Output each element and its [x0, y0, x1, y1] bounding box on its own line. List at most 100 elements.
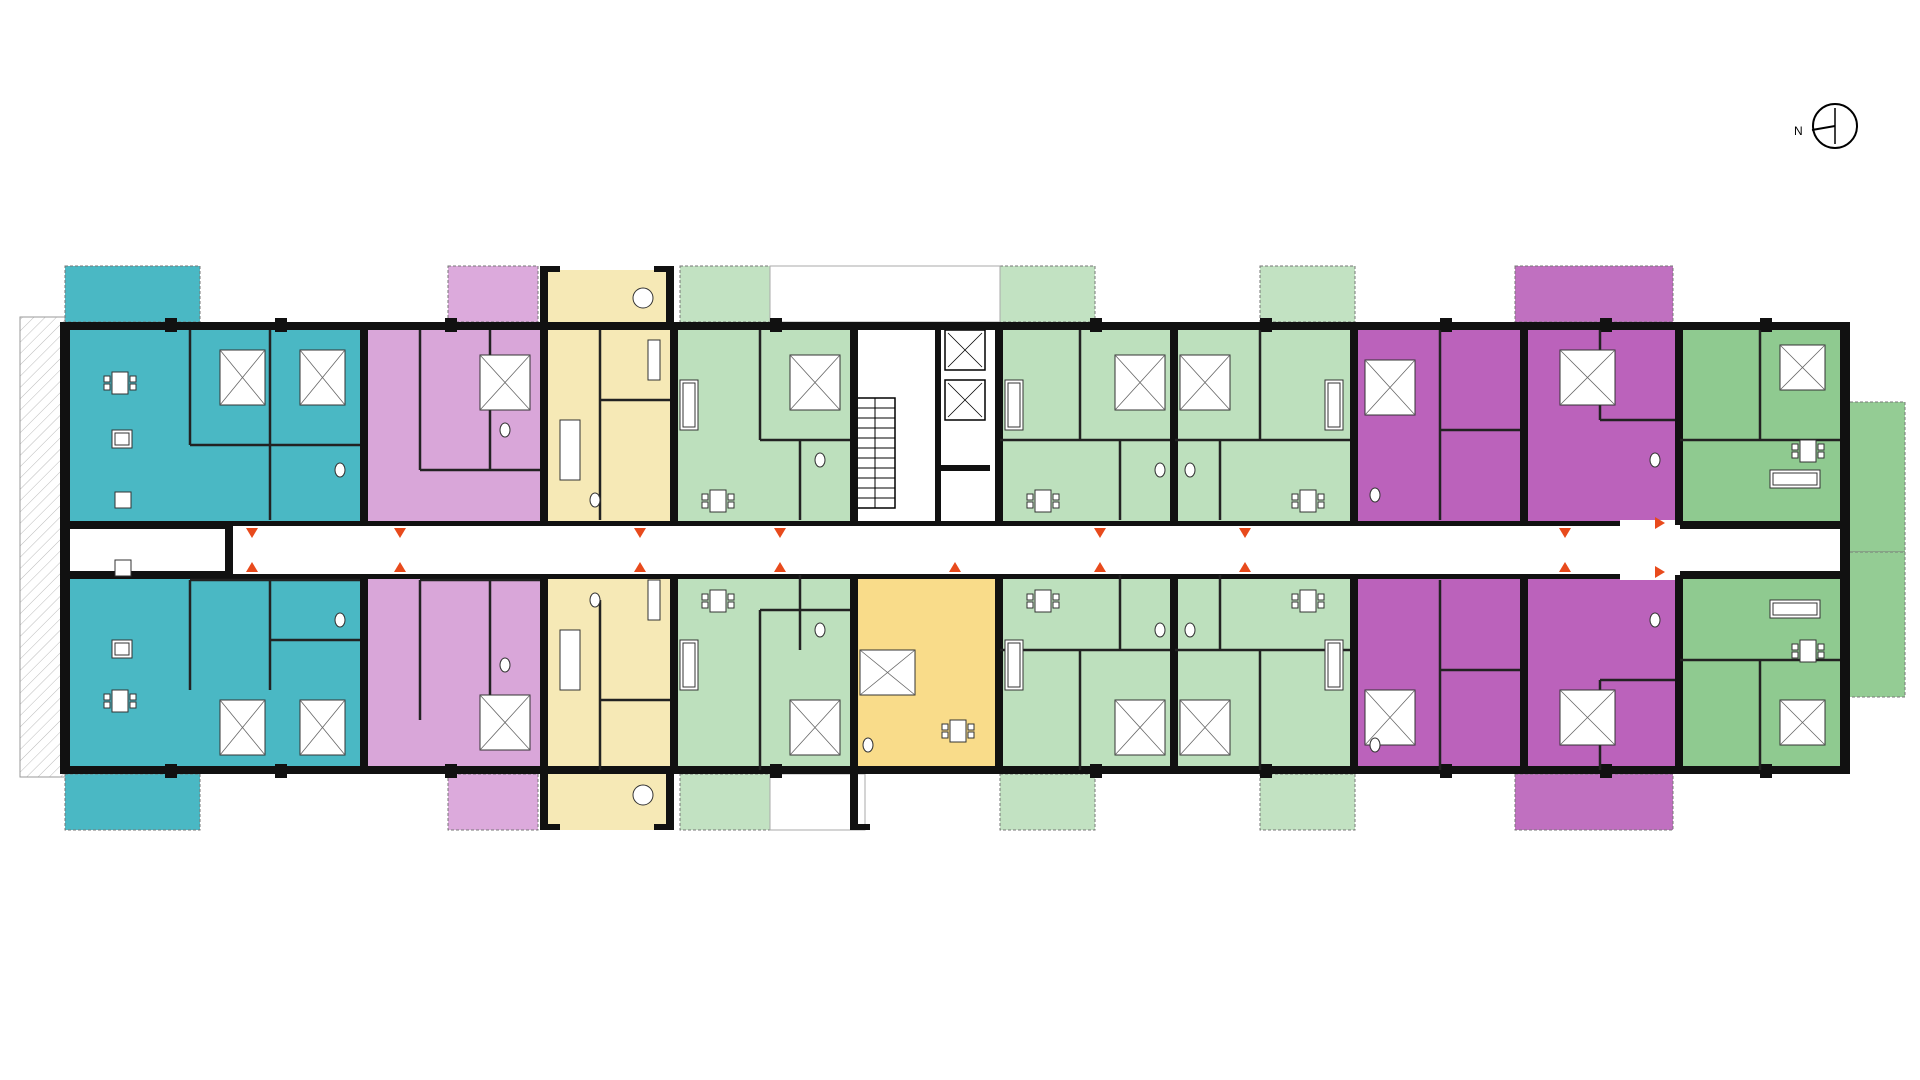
exterior-wall: [60, 322, 70, 774]
entrance-marker: [774, 562, 786, 572]
table: [1299, 589, 1317, 613]
balcony-teal: [64, 773, 201, 831]
party-wall: [540, 322, 548, 525]
table: [111, 371, 129, 395]
balcony-magenta: [1514, 265, 1674, 323]
toilet: [1369, 487, 1381, 503]
party-wall: [1350, 322, 1358, 525]
chair: [1291, 601, 1299, 609]
chair: [1052, 593, 1060, 601]
corridor-wall: [1680, 571, 1850, 579]
entrance-marker: [1655, 566, 1665, 578]
entrance-marker: [1239, 562, 1251, 572]
table: [1299, 489, 1317, 513]
entrance-marker: [634, 562, 646, 572]
chair: [1791, 451, 1799, 459]
chair: [1317, 593, 1325, 601]
chair: [1026, 593, 1034, 601]
entrance-marker: [394, 528, 406, 538]
table: [647, 339, 661, 381]
balcony-green: [1844, 401, 1906, 553]
coffee-table: [114, 491, 132, 509]
party-wall: [1170, 575, 1178, 774]
sofa: [559, 629, 581, 691]
party-wall: [1675, 322, 1683, 525]
party-wall: [850, 322, 858, 525]
party-wall: [360, 575, 368, 774]
toilet: [1184, 622, 1196, 638]
chair: [1026, 501, 1034, 509]
chair: [727, 601, 735, 609]
column: [445, 764, 457, 778]
chair: [1791, 443, 1799, 451]
toilet: [334, 462, 346, 478]
balcony-teal: [64, 265, 201, 323]
entrance-marker: [1655, 517, 1665, 529]
sofa-cushion: [682, 642, 696, 688]
bed-line: [789, 699, 841, 756]
balcony-mint: [1259, 773, 1356, 831]
chair: [1291, 501, 1299, 509]
table: [709, 589, 727, 613]
chair: [103, 383, 111, 391]
sofa-cushion: [1772, 602, 1818, 616]
toilet: [589, 492, 601, 508]
corridor-wall: [230, 574, 1620, 579]
table: [1034, 589, 1052, 613]
bed-line: [1779, 699, 1826, 746]
column: [1600, 318, 1612, 332]
sofa-cushion: [1007, 382, 1021, 428]
chair: [129, 701, 137, 709]
balcony-green: [1844, 551, 1906, 698]
chair: [701, 501, 709, 509]
exterior-wall: [1840, 322, 1850, 774]
north-arrow-icon: N: [1794, 103, 1858, 149]
toilet: [334, 612, 346, 628]
wall: [654, 266, 674, 272]
wall: [540, 824, 560, 830]
party-wall: [1520, 322, 1528, 525]
entrance-marker: [774, 528, 786, 538]
chair: [701, 593, 709, 601]
bed-line: [1559, 689, 1616, 746]
coffee-table: [114, 559, 132, 577]
toilet: [499, 657, 511, 673]
wall: [540, 266, 560, 272]
chair: [1026, 601, 1034, 609]
unit-mint-upper-2: [1000, 322, 1170, 525]
bed-line: [479, 354, 531, 411]
toilet: [1369, 737, 1381, 753]
sofa-cushion: [114, 432, 130, 446]
chair: [967, 731, 975, 739]
bed-line: [219, 699, 266, 756]
balcony-mint: [999, 265, 1096, 323]
balcony-lilac: [447, 773, 539, 831]
exterior-wall: [60, 766, 1850, 774]
chair: [129, 383, 137, 391]
wall: [225, 521, 233, 579]
chair: [129, 693, 137, 701]
sofa-cushion: [1327, 382, 1341, 428]
chair: [941, 731, 949, 739]
party-wall: [995, 322, 1003, 525]
chair: [727, 593, 735, 601]
toilet: [814, 452, 826, 468]
column: [1260, 764, 1272, 778]
column: [1090, 764, 1102, 778]
column: [1260, 318, 1272, 332]
entrance-marker: [1239, 528, 1251, 538]
chair: [1052, 493, 1060, 501]
chair: [1052, 601, 1060, 609]
chair: [727, 493, 735, 501]
balcony-mint: [679, 265, 771, 323]
armchair: [632, 784, 654, 806]
bed-line: [789, 354, 841, 411]
party-wall: [540, 774, 548, 830]
party-wall: [1350, 575, 1358, 774]
table: [647, 579, 661, 621]
entrance-marker: [1559, 562, 1571, 572]
bed-line: [219, 349, 266, 406]
toilet: [814, 622, 826, 638]
party-wall: [850, 575, 858, 774]
